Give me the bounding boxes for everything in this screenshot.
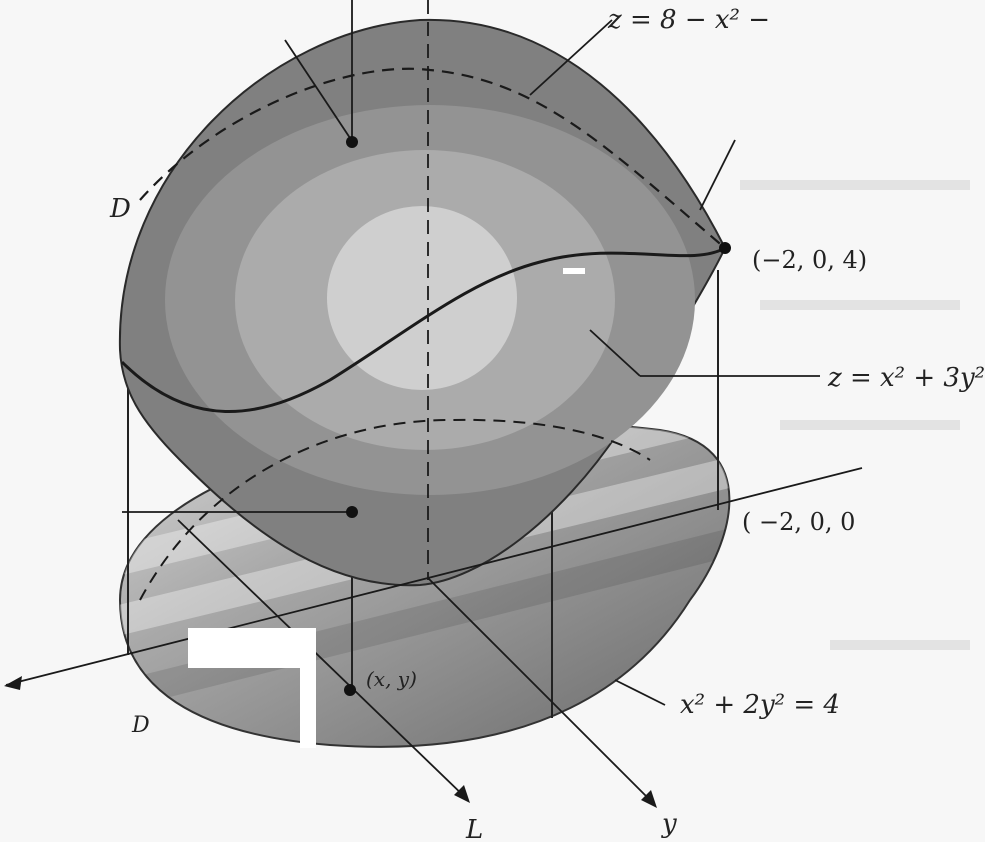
scan-background [740, 180, 970, 650]
axes [4, 0, 863, 808]
mask-dash [563, 268, 585, 274]
contour-ring-3 [327, 206, 517, 390]
intersection-curve [120, 246, 726, 413]
label-D-top: D [109, 194, 131, 224]
label-ellipse: x² + 2y² = 4 [680, 690, 840, 720]
leader-ellipse [614, 679, 666, 706]
L-line [177, 519, 469, 801]
y-axis-arrow [641, 790, 657, 808]
mask-block [188, 628, 316, 668]
L-line-arrow [454, 785, 470, 803]
x-axis-arrow [4, 676, 22, 690]
label-axis-L: L [465, 815, 483, 842]
hidden-boundary-bottom [139, 418, 651, 601]
leader-upper [284, 39, 351, 139]
label-point-right: ( −2, 0, 0 [742, 508, 855, 536]
label-point-xy: (x, y) [366, 667, 417, 691]
upper-surface [118, 18, 727, 601]
label-lower-surface: z = x² + 3y² [827, 363, 985, 393]
label-point-top: (−2, 0, 4) [752, 246, 867, 274]
mask-block-2 [300, 628, 316, 748]
x-axis [5, 467, 863, 686]
point-neg2-0-4 [719, 242, 731, 254]
hidden-boundary-top [139, 67, 726, 249]
label-axis-y: y [661, 809, 677, 839]
point-on-surface [346, 136, 358, 148]
leader-right [699, 139, 736, 211]
leader-lower [589, 329, 641, 377]
leader-eq [529, 19, 613, 96]
point-xy [344, 684, 356, 696]
label-D-bottom: D [131, 713, 150, 738]
points [344, 136, 731, 696]
point-above-xy [346, 506, 358, 518]
label-upper-surface: z = 8 − x² − [607, 5, 770, 35]
y-axis [427, 577, 656, 806]
